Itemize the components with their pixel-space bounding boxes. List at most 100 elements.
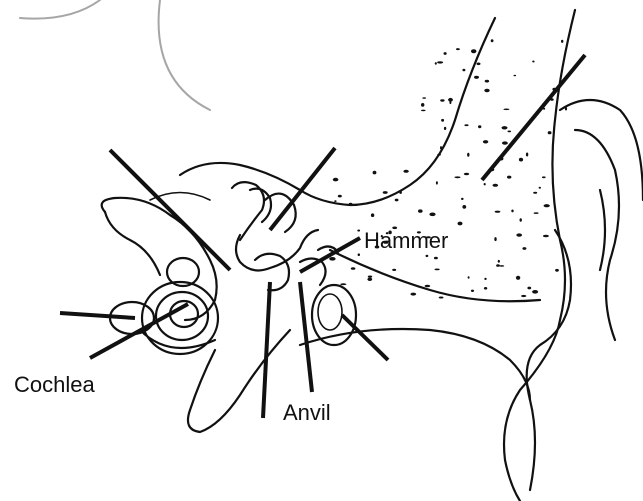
texture-speck [439,297,444,299]
texture-speck [478,125,481,128]
texture-speck [516,276,520,280]
leader-line-upper-left [110,150,230,270]
texture-speck [548,131,552,134]
texture-speck [449,100,451,104]
texture-speck [333,178,339,182]
texture-speck [507,176,511,179]
texture-speck [555,269,559,272]
texture-speck [516,233,522,236]
texture-speck [399,191,402,194]
texture-speck [474,76,479,79]
leader-line-anvil-right [300,282,312,392]
ossicles-and-inner-ear [102,182,356,432]
texture-speck [520,218,522,221]
texture-speck [493,184,499,187]
texture-speck [484,278,486,280]
texture-speck [502,126,508,129]
texture-speck [334,200,336,202]
texture-speck [544,204,550,207]
texture-speck [440,99,444,101]
texture-speck [437,154,441,156]
texture-speck [462,205,466,209]
texture-speck [503,109,509,111]
texture-speck [421,110,426,112]
texture-speck [499,265,504,267]
texture-speck [425,285,431,288]
texture-speck [403,170,408,173]
texture-speck [484,89,489,92]
texture-speck [456,48,460,50]
texture-speck [462,69,465,72]
texture-speck [340,283,346,285]
texture-speck [513,75,516,77]
leader-line-left-nerve [60,313,135,318]
label-anvil: Anvil [283,400,331,425]
texture-speck [444,127,446,130]
ear-canal-texture [329,39,567,298]
texture-speck [526,153,528,157]
texture-speck [467,153,469,157]
texture-speck [471,290,474,292]
label-hammer: Hammer [364,228,448,253]
texture-speck [542,176,546,178]
texture-speck [441,119,444,122]
texture-speck [495,211,501,213]
texture-speck [534,212,539,214]
texture-speck [351,267,356,270]
texture-speck [349,203,353,205]
texture-speck [383,191,388,194]
texture-speck [494,237,496,241]
texture-speck [485,80,489,83]
texture-speck [422,97,426,99]
background-faint-curves [20,0,210,110]
texture-speck [483,140,488,143]
texture-speck [527,287,531,290]
texture-speck [338,195,342,198]
texture-speck [468,276,470,278]
texture-speck [436,181,438,184]
texture-speck [484,183,486,185]
texture-speck [508,131,512,133]
texture-speck [371,213,374,217]
texture-speck [444,52,447,55]
texture-speck [373,171,377,175]
texture-speck [491,39,494,42]
leader-line-hammer [300,238,360,272]
texture-speck [411,293,417,296]
texture-speck [477,63,481,66]
texture-speck [435,269,440,271]
texture-speck [358,253,360,256]
texture-speck [440,146,442,149]
texture-speck [392,269,396,271]
texture-speck [532,61,534,63]
texture-speck [532,290,538,294]
texture-speck [357,230,360,232]
texture-speck [367,278,372,281]
texture-speck [458,222,463,226]
texture-speck [522,247,526,250]
texture-speck [429,213,435,217]
texture-speck [368,276,372,278]
texture-speck [498,260,500,263]
texture-speck [533,192,537,194]
texture-speck [426,255,429,257]
texture-speck [471,49,476,53]
texture-speck [521,295,526,297]
outer-ear-outline [180,10,643,501]
texture-speck [329,257,335,261]
texture-speck [434,257,438,260]
texture-speck [435,62,437,65]
texture-speck [421,103,424,107]
texture-speck [519,158,523,162]
texture-speck [539,187,541,189]
leader-line-anvil-left [263,282,270,418]
leader-line-ossicle-top [270,148,335,230]
texture-speck [496,264,500,267]
texture-speck [565,107,567,110]
texture-speck [437,61,443,63]
texture-speck [454,176,460,178]
texture-speck [561,40,563,43]
texture-speck [395,199,399,202]
texture-speck [461,198,464,200]
